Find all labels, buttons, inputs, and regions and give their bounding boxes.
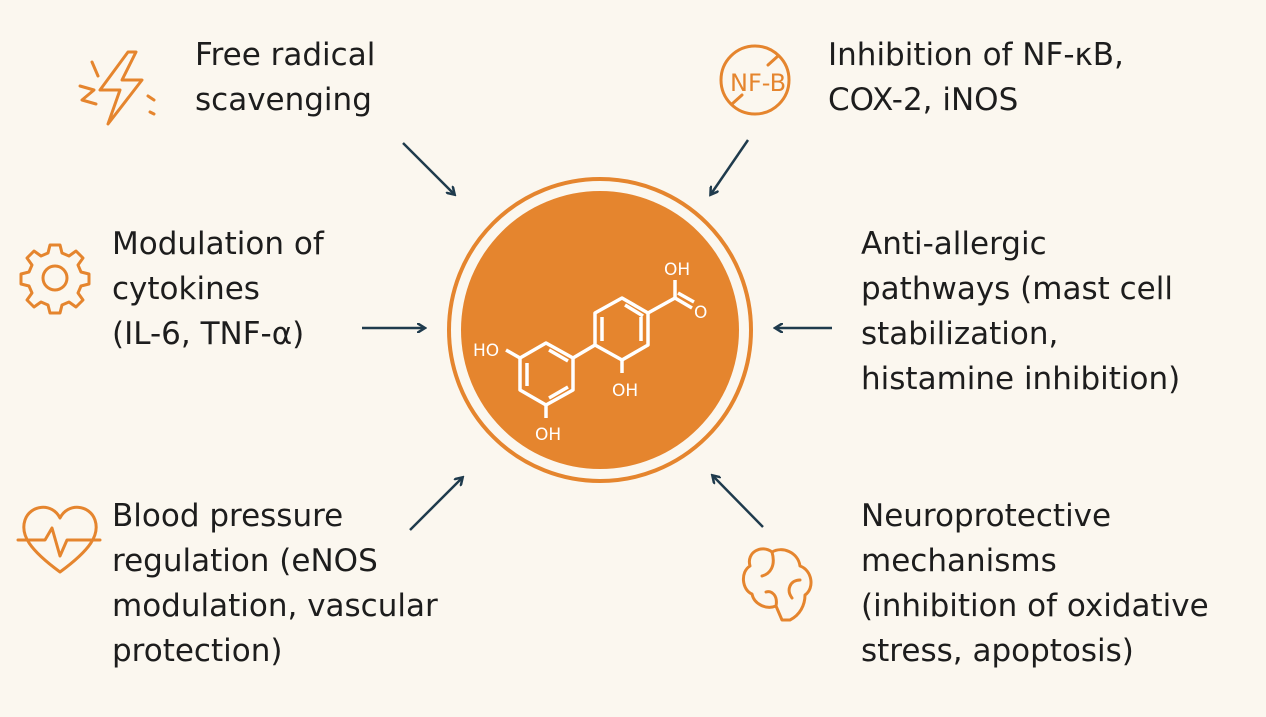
node-label-line: (IL-6, TNF-α) [112, 316, 305, 352]
arrow [409, 478, 462, 531]
node-label-line: protection) [112, 633, 283, 669]
arrow [402, 142, 454, 194]
node-label-line: Inhibition of NF-κB, [828, 37, 1124, 73]
node-label-line: Neuroprotective [861, 498, 1112, 534]
node-label-line: (inhibition of oxidative [861, 588, 1209, 624]
oh-label: OH [664, 260, 690, 280]
node-label-line: stress, apoptosis) [861, 633, 1134, 669]
node-label-line: COX-2, iNOS [828, 82, 1019, 118]
node-free-radical-scavenging: Free radical scavenging [195, 33, 375, 123]
node-label-line: regulation (eNOS [112, 543, 378, 579]
o-label: O [694, 303, 707, 323]
gear-icon [19, 243, 91, 315]
lightning-icon [78, 50, 156, 126]
node-label-line: histamine inhibition) [861, 361, 1181, 397]
node-label-line: Modulation of [112, 226, 324, 262]
node-label-line: pathways (mast cell [861, 271, 1173, 307]
node-label-line: Free radical [195, 37, 376, 73]
node-label-line: modulation, vascular [112, 588, 438, 624]
node-neuroprotective: Neuroprotective mechanisms (inhibition o… [861, 494, 1209, 674]
node-label-line: cytokines [112, 271, 260, 307]
central-compound-circle [447, 177, 753, 483]
nf-kb-prohibited-icon: NF-B [719, 44, 791, 116]
arrow [711, 139, 750, 194]
molecule-structure: HO OH OH OH O [473, 260, 707, 445]
node-anti-allergic: Anti-allergic pathways (mast cell stabil… [861, 222, 1180, 402]
node-label-line: mechanisms [861, 543, 1057, 579]
brain-icon [742, 547, 813, 622]
oh-label: OH [612, 381, 638, 401]
node-label-line: stabilization, [861, 316, 1059, 352]
node-label-line: Anti-allergic [861, 226, 1047, 262]
oh-label: OH [535, 425, 561, 445]
node-label-line: Blood pressure [112, 498, 344, 534]
arrow [713, 476, 764, 528]
node-cytokine-modulation: Modulation of cytokines (IL-6, TNF-α) [112, 222, 324, 357]
node-nf-kb-inhibition: Inhibition of NF-κB, COX-2, iNOS [828, 33, 1124, 123]
ho-label: HO [473, 341, 499, 361]
nf-kb-icon-text: NF-B [730, 69, 786, 97]
node-blood-pressure: Blood pressure regulation (eNOS modulati… [112, 494, 438, 674]
node-label-line: scavenging [195, 82, 372, 118]
heart-pulse-icon [16, 505, 102, 574]
